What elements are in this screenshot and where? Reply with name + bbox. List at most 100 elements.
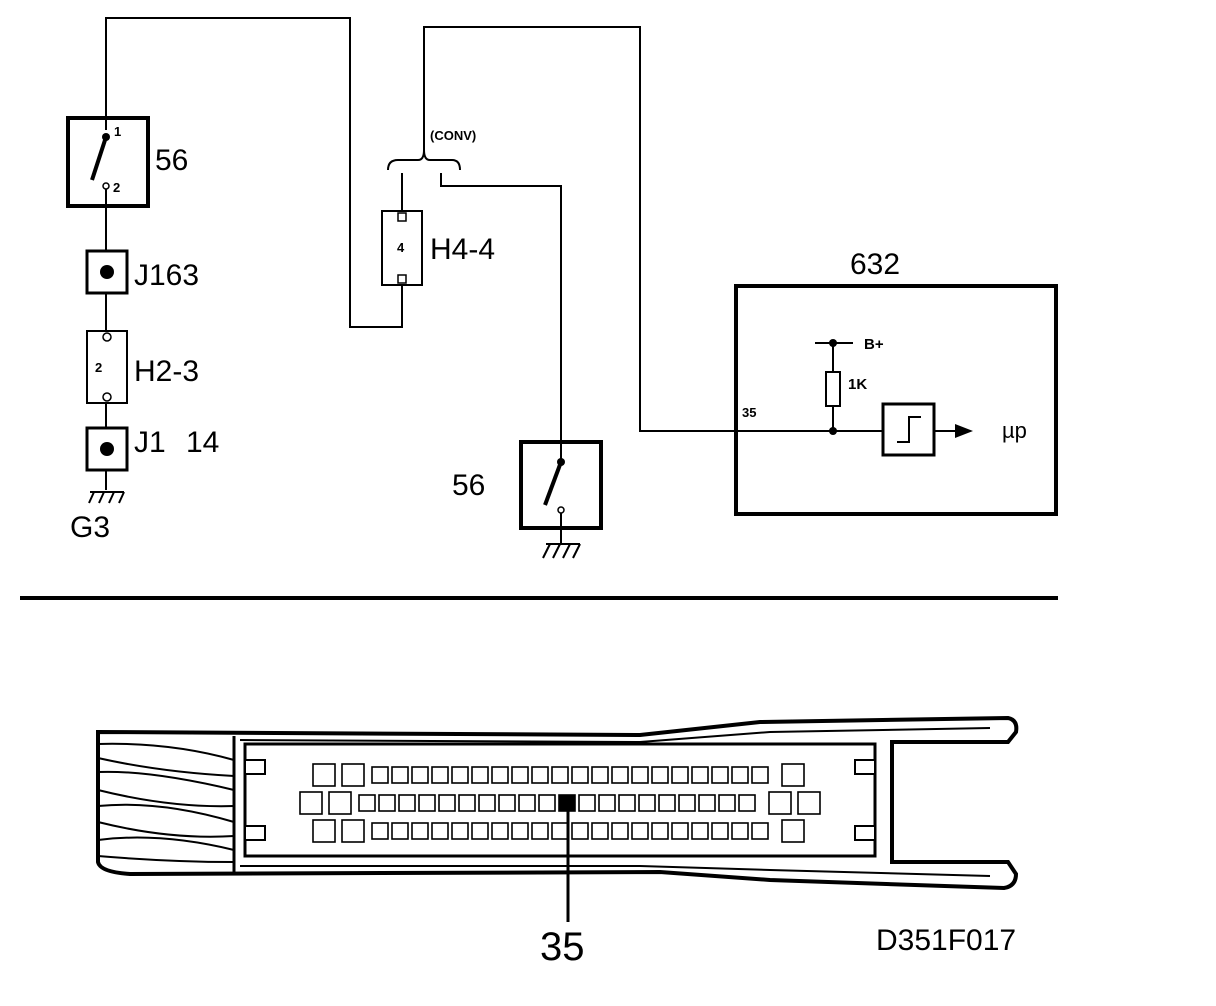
pin-small <box>731 766 749 784</box>
pin-small <box>698 794 716 812</box>
switch-56-top: 1 2 56 <box>66 116 188 208</box>
pin-small <box>491 822 509 840</box>
pin-small <box>738 794 756 812</box>
pin-small <box>611 822 629 840</box>
g3-label: G3 <box>70 511 110 544</box>
pin-small <box>671 766 689 784</box>
pin-small <box>611 766 629 784</box>
pin-small <box>751 822 769 840</box>
pin-small <box>618 794 636 812</box>
pin-small <box>658 794 676 812</box>
ground-g3-hatch-4 <box>118 491 125 504</box>
connector-shell <box>96 715 1019 891</box>
pin-large <box>797 791 821 815</box>
j1-label: J1 <box>134 426 166 459</box>
ecu-connector-drawing: 35 <box>96 715 1019 969</box>
pin-small <box>571 822 589 840</box>
j163-label: J163 <box>134 259 199 292</box>
connector-h2-3: 2 H2-3 <box>86 330 199 404</box>
resistor-1k <box>825 371 841 407</box>
pin-small <box>418 794 436 812</box>
h2-3-pin-number: 2 <box>95 360 102 375</box>
switch-56-top-label: 56 <box>155 144 188 177</box>
pin-small <box>371 822 389 840</box>
pin-small <box>631 822 649 840</box>
pin-small <box>511 822 529 840</box>
j163-dot <box>100 265 114 279</box>
pin-small <box>651 822 669 840</box>
pin-small <box>531 822 549 840</box>
conv-label: (CONV) <box>430 128 476 143</box>
pin-small <box>531 766 549 784</box>
connector-notch-right-bottom <box>854 825 876 841</box>
pin-large <box>781 819 805 843</box>
switch-56-top-pin1: 1 <box>114 124 121 139</box>
pin-small <box>731 822 749 840</box>
pin-small <box>691 766 709 784</box>
pin-small <box>411 822 429 840</box>
wire-switch-to-h44 <box>105 17 403 328</box>
switch-56-top-blade <box>90 136 108 181</box>
pin-small <box>451 766 469 784</box>
micro-label: µp <box>1002 418 1027 443</box>
h4-4-pin-bottom <box>397 274 407 284</box>
pin-small <box>478 794 496 812</box>
ecu-632-label: 632 <box>850 248 900 281</box>
h4-4-box <box>381 210 423 286</box>
pin-small <box>438 794 456 812</box>
pin-small <box>751 766 769 784</box>
pin-small <box>471 822 489 840</box>
pin-small <box>691 822 709 840</box>
connector-notch-left-top <box>244 759 266 775</box>
switch-56-bottom-label: 56 <box>452 469 485 502</box>
pin-small <box>598 794 616 812</box>
ground-bottom-hatch-1 <box>542 543 551 559</box>
ground-g3-hatch-2 <box>98 491 105 504</box>
connector-pins <box>299 763 821 843</box>
pin-small <box>678 794 696 812</box>
connector-h4-4: 4 H4-4 <box>381 210 495 286</box>
pin-small <box>538 794 556 812</box>
pin-small <box>591 766 609 784</box>
j1-number: 14 <box>186 426 219 459</box>
j1-dot <box>100 442 114 456</box>
pin-small <box>491 766 509 784</box>
switch-56-top-box <box>66 116 150 208</box>
wire-conv-to-ecu <box>423 26 833 432</box>
pin-small <box>631 766 649 784</box>
pin-small <box>391 822 409 840</box>
switch-56-bottom-blade <box>543 461 563 506</box>
h4-4-pin-number: 4 <box>397 240 405 255</box>
h4-4-label: H4-4 <box>430 233 495 266</box>
pin-small <box>391 766 409 784</box>
connector-notch-right-top <box>854 759 876 775</box>
pin-small <box>498 794 516 812</box>
pin-large <box>299 791 323 815</box>
h2-3-pin-top <box>102 332 112 342</box>
pin-large <box>328 791 352 815</box>
pin-small <box>358 794 376 812</box>
switch-56-top-contact-2 <box>102 182 110 190</box>
pin-small <box>711 766 729 784</box>
ground-bottom-hatch-4 <box>572 543 581 559</box>
pin-small <box>591 822 609 840</box>
pin-small <box>718 794 736 812</box>
resistor-label: 1K <box>848 376 867 393</box>
h2-3-pin-bottom <box>102 392 112 402</box>
figure-code: D351F017 <box>876 924 1016 957</box>
pin-small <box>671 822 689 840</box>
pin-small <box>638 794 656 812</box>
ground-g3-hatch-3 <box>108 491 115 504</box>
h2-3-label: H2-3 <box>134 355 199 388</box>
switch-56-top-pin2: 2 <box>113 180 120 195</box>
pin-small <box>411 766 429 784</box>
pin-small <box>518 794 536 812</box>
pin-small <box>431 822 449 840</box>
pin-large <box>768 791 792 815</box>
pin-small <box>371 766 389 784</box>
pin-small <box>398 794 416 812</box>
pin-large <box>312 819 336 843</box>
pin-small <box>651 766 669 784</box>
ground-g3: G3 <box>70 491 125 544</box>
